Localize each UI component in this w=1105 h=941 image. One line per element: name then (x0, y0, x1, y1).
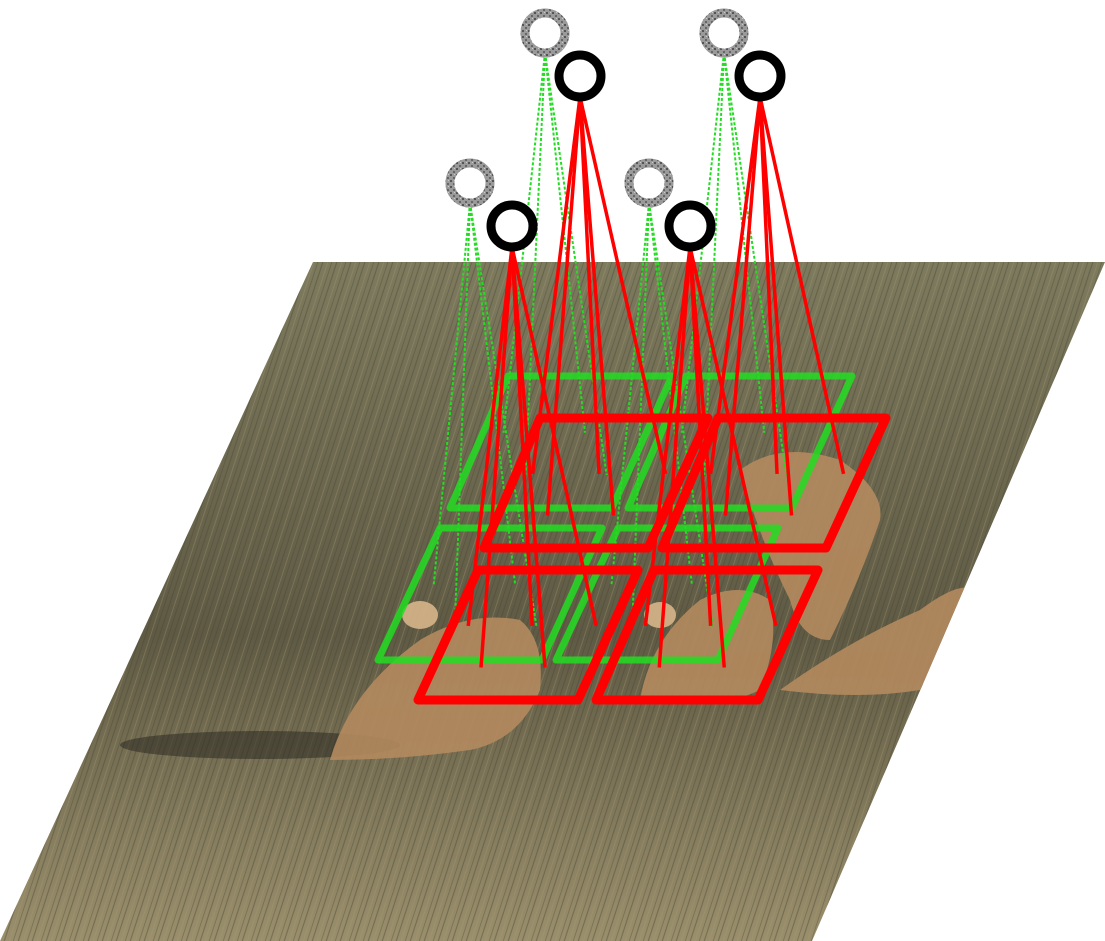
previous-connection-1-2 (524, 52, 546, 476)
current-connection-1-5 (578, 96, 668, 475)
ground-image (0, 262, 1105, 941)
previous-node-ring-icon-3 (445, 158, 495, 208)
current-connection-1-3 (578, 96, 601, 474)
current-connection-2-5 (758, 96, 846, 475)
current-connection-4-2 (657, 246, 692, 668)
current-connection-4-4 (688, 246, 726, 668)
current-connection-1-1 (530, 96, 582, 475)
previous-connection-2-2 (703, 52, 725, 476)
current-node-ring-icon-2 (734, 50, 786, 102)
previous-node-ring-icon-2 (699, 8, 749, 58)
previous-connection-4-1 (610, 202, 650, 585)
current-connection-1-2 (545, 96, 582, 516)
current-connection-2-3 (758, 96, 779, 474)
previous-connection-2-3 (723, 52, 766, 433)
current-connection-2-4 (758, 96, 794, 516)
current-connection-1-4 (578, 96, 616, 516)
previous-connection-2-4 (723, 52, 788, 476)
current-layer (413, 50, 891, 705)
current-connection-4-1 (643, 246, 692, 627)
current-connection-3-1 (466, 246, 514, 627)
previous-receptive-field-patch-3 (374, 524, 606, 664)
current-connection-2-1 (708, 96, 762, 475)
current-connection-4-5 (688, 246, 778, 627)
current-connection-2-2 (723, 96, 762, 516)
current-connection-3-4 (510, 246, 547, 668)
previous-connection-3-4 (469, 202, 538, 628)
current-node-ring-icon-3 (486, 200, 538, 252)
current-connection-3-5 (510, 246, 598, 627)
previous-connection-1-3 (544, 52, 587, 433)
previous-connection-4-3 (648, 202, 693, 585)
previous-receptive-field-patch-4 (552, 524, 782, 664)
previous-connection-3-2 (453, 202, 471, 628)
previous-connection-4-4 (648, 202, 714, 628)
current-node-ring-icon-1 (554, 50, 606, 102)
previous-node-ring-icon-1 (520, 8, 570, 58)
previous-node-ring-icon-4 (624, 158, 674, 208)
current-node-ring-icon-4 (664, 200, 716, 252)
previous-connection-3-3 (469, 202, 517, 585)
current-connection-3-2 (479, 246, 514, 668)
previous-connection-3-1 (432, 202, 471, 585)
